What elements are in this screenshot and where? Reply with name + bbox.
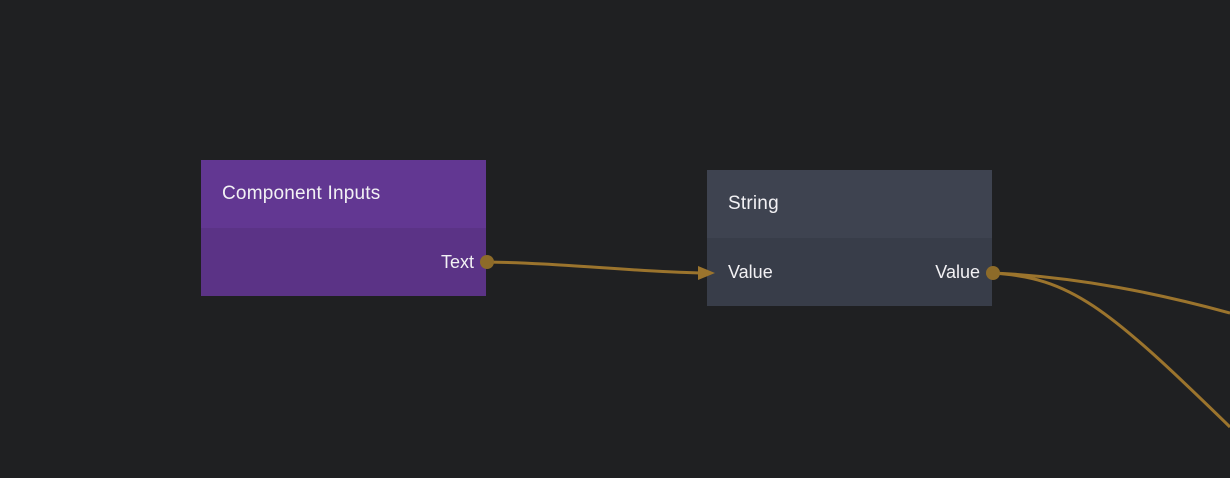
output-port-label-value: Value	[935, 261, 980, 282]
port-row: Text	[201, 228, 486, 296]
wire-text-to-value[interactable]	[486, 260, 701, 275]
node-title: Component Inputs	[222, 183, 381, 204]
node-string[interactable]: String Value Value	[707, 170, 992, 306]
node-header[interactable]: Component Inputs	[201, 160, 486, 228]
output-port-dot-text[interactable]	[480, 255, 494, 269]
node-header[interactable]: String	[707, 170, 992, 238]
node-body: Text	[201, 228, 486, 296]
input-port-label-value: Value	[728, 261, 773, 282]
port-row: Value Value	[707, 238, 992, 306]
output-port-label-text: Text	[440, 251, 474, 272]
node-title: String	[728, 193, 779, 214]
wire-value-out-lower[interactable]	[992, 271, 1230, 429]
node-body: Value Value	[707, 238, 992, 306]
wire-value-out-upper[interactable]	[992, 271, 1230, 315]
output-port-dot-value[interactable]	[986, 266, 1000, 280]
node-component-inputs[interactable]: Component Inputs Text	[201, 160, 486, 296]
